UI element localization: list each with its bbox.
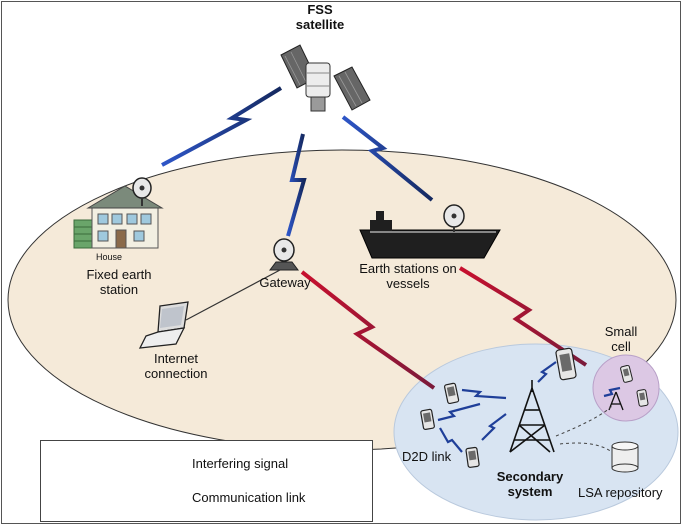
- database-icon: [611, 441, 639, 473]
- device-links: [437, 361, 621, 453]
- satellite-label: FSS satellite: [290, 2, 350, 33]
- phone-icon: [420, 408, 435, 430]
- satellite-label-line1: FSS: [307, 2, 333, 17]
- small-cell-line2: cell: [611, 338, 631, 354]
- d2d-link-label: D2D link: [402, 449, 452, 464]
- phone-icon: [555, 347, 577, 381]
- gateway-label: Gateway: [259, 275, 311, 290]
- ship-dish-icon: [443, 204, 465, 232]
- internet-connection-label: Internet connection: [136, 351, 216, 382]
- phone-icon: [465, 446, 480, 468]
- communication-link-gateway: [286, 133, 307, 237]
- secondary-system-label: Secondary system: [490, 469, 570, 500]
- communication-link-house: [161, 86, 283, 167]
- satellite-icon: [280, 44, 371, 112]
- internet-connection-line2: connection: [144, 365, 208, 381]
- internet-connection-line1: Internet: [153, 351, 199, 366]
- small-cell-area: [592, 354, 660, 422]
- fixed-earth-station-line1: Fixed earth: [86, 267, 152, 282]
- repository-link: [559, 442, 613, 453]
- vessels-label-line2: vessels: [386, 275, 430, 291]
- phone-icon: [636, 389, 649, 407]
- secondary-system-line2: system: [507, 483, 553, 499]
- fixed-earth-station-line2: station: [99, 281, 139, 297]
- lsa-repository-label: LSA repository: [578, 485, 663, 500]
- legend-communication-label: Communication link: [192, 490, 306, 505]
- phone-icon: [620, 364, 633, 383]
- secondary-system-line1: Secondary: [496, 469, 564, 484]
- satellite-label-line2: satellite: [295, 16, 345, 32]
- internet-wire: [185, 269, 281, 321]
- legend: [40, 440, 373, 522]
- communication-link-vessels: [341, 115, 434, 202]
- vessels-label: Earth stations on vessels: [344, 261, 472, 292]
- fixed-earth-station-label: Fixed earth station: [72, 267, 166, 298]
- interfering-signal-vessels: [458, 266, 588, 367]
- backhaul-link: [555, 405, 613, 437]
- small-cell-label: Small cell: [598, 324, 644, 355]
- house-tag: House: [96, 252, 123, 262]
- house-icon: [73, 185, 164, 249]
- small-cell-tower-icon: [608, 391, 624, 411]
- legend-interfering-label: Interfering signal: [192, 456, 289, 471]
- cell-tower-icon: [509, 380, 555, 453]
- interfering-signal-gateway: [300, 270, 436, 390]
- laptop-icon: [138, 301, 189, 349]
- gateway-dish-icon: [269, 238, 299, 271]
- house-dish-icon: [132, 177, 152, 206]
- small-cell-line1: Small: [604, 324, 638, 339]
- vessels-label-line1: Earth stations on: [359, 261, 457, 276]
- phone-icon: [444, 382, 460, 405]
